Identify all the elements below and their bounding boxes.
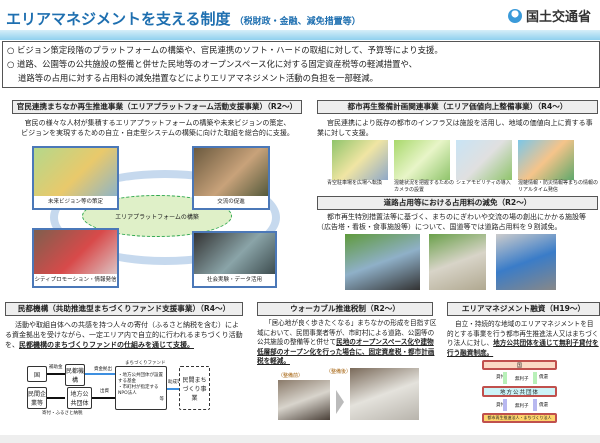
illustration-caption: 混雑情報・防災情報等まちの情報のリアルタイム発信	[518, 180, 599, 193]
fund-etc: 等	[159, 397, 165, 402]
arrow-right-icon	[336, 390, 344, 414]
urban-desc: 官民連携により既存の都市のインフラ又は施設を活用し、地域の価値向上に資する事業に…	[317, 119, 593, 137]
finance-desc: 自立・持続的な地域のエリアマネジメントを目的とする事業を行う都市再生推進法人又は…	[447, 320, 600, 358]
photo-before	[278, 380, 330, 420]
arrow	[47, 373, 65, 375]
label-repay: 償還	[539, 375, 548, 380]
road-desc: 都市再生特別措置法等に基づく、まちのにぎわいや交流の場の創出にかかる施設等（広告…	[317, 213, 586, 231]
arrow	[47, 397, 65, 399]
illustration-parking	[332, 140, 388, 180]
fund-item: ・地方公共団体が設置する基金	[118, 373, 163, 384]
fund-item: ・市町村が指定するNPO法人	[118, 385, 159, 396]
logo-text: 国土交通省	[526, 10, 592, 25]
label-donation: 寄付・ふるさと納税	[42, 411, 83, 416]
node-fund: ・地方公共団体が設置する基金・市町村が指定するNPO法人等	[115, 366, 167, 410]
photo-caption: 交流の促進	[194, 196, 268, 208]
illustration-info	[518, 140, 574, 180]
platform-desc: 官民の様々な人材が集積するエリアプラットフォームの構築や未来ビジョンの策定、ビジ…	[10, 118, 305, 138]
platform-title: 官民連携まちなか再生推進事業（エリアプラットフォーム活動支援事業）（R2～）	[12, 100, 302, 114]
desc-line: ビジョンを実現するための自立・自走型システムの構築に向けた取組を総合的に支援。	[21, 129, 294, 137]
desc-text: 「居心地が良く歩きたくなる」まちなかの形成を目指す区域において、民間事業者等が、…	[257, 319, 437, 346]
arrow-down-icon	[503, 372, 507, 384]
arrow	[92, 397, 115, 399]
illustration-mobility	[456, 140, 512, 180]
photo-vision: 未来ビジョン等の策定	[32, 146, 119, 210]
label-before: （整備前）	[278, 373, 304, 379]
desc-text: 活動や取組自体への共感を持つ人々の寄付（ふるさと納税を含む）による資金拠出を受け…	[5, 321, 243, 349]
arrow	[85, 373, 115, 375]
node-target: 民間まちづくり事業	[179, 366, 210, 410]
label-repay: 償還	[539, 403, 548, 408]
desc-emphasis: 民都機構のまちづくりファンドの仕組みを通じて支援。	[19, 341, 194, 349]
photo-after	[350, 368, 419, 420]
photo-experiment: 社会実験・データ活用	[192, 231, 277, 288]
minto-title: 民都機構（共助推進型まちづくりファンド支援事業）（R4～）	[5, 302, 243, 316]
photo-foodtruck	[345, 234, 420, 290]
illustration-caption: 青空駐車場を広場へ転換	[327, 180, 383, 186]
label-capital: 資金拠出	[94, 367, 112, 372]
label-lend: 貸付	[496, 375, 505, 380]
label-lend: 貸付	[496, 403, 505, 408]
urban-title: 都市再生整備計画関連事業（エリア価値向上整備事業）（R4～）	[317, 100, 598, 114]
photo-signboard	[496, 234, 556, 290]
walk-desc: 「居心地が良く歩きたくなる」まちなかの形成を目指す区域において、民間事業者等が、…	[257, 319, 437, 367]
node-private: 民間企業等	[27, 387, 47, 409]
arrow-up-icon	[533, 372, 537, 384]
finance-title: エリアマネジメント融資（H19～）	[447, 302, 600, 316]
cycle-arrows	[50, 170, 280, 265]
arrow	[167, 388, 179, 390]
node-minto: 民都機構	[65, 364, 85, 386]
desc-emphasis: 地方公共団体を通じて無利子貸付を行う融資制度。	[447, 339, 599, 357]
title-sub: （税財政・金融、減免措置等）	[234, 17, 361, 27]
title-main: エリアマネジメントを支える制度	[6, 10, 231, 28]
desc-emphasis: 民地のオープンスペース化や建物低層部のオープン化を行った場合に、固定資産税・都市…	[257, 338, 435, 365]
label-hojokin: 補助金	[49, 365, 63, 370]
photo-caption: 未来ビジョン等の策定	[34, 196, 117, 208]
logo-mark-icon	[508, 8, 522, 23]
summary-line: ○ 道路、公園等の公共施設の整備と併せた民地等のオープンスペース化に対する固定資…	[7, 59, 418, 69]
summary-box: ○ ビジョン策定段階のプラットフォームの構築や、官民連携のソフト・ハードの取組に…	[2, 41, 600, 88]
photo-exchange: 交流の促進	[192, 146, 270, 210]
label-after: （整備後）	[326, 369, 352, 375]
label-interest: 無利子	[515, 377, 529, 382]
illustration-caption: シェアモビリティの導入	[456, 180, 511, 186]
label-investment: 出資	[100, 389, 109, 394]
summary-line: 道路等の占用に対する占用料の減免措置などによりエリアマネジメント活動の負担を一部…	[7, 73, 378, 83]
page-title: エリアマネジメントを支える制度（税財政・金融、減免措置等）	[6, 8, 361, 29]
arrow-down-icon	[503, 399, 507, 411]
minto-desc: 活動や取組自体への共感を持つ人々の寄付（ふるさと納税を含む）による資金拠出を受け…	[5, 320, 245, 350]
arrow-up-icon	[533, 399, 537, 411]
desc-line: 官民の様々な人材が集積するエリアプラットフォームの構築や未来ビジョンの策定、	[24, 119, 291, 127]
summary-line: ○ ビジョン策定段階のプラットフォームの構築や、官民連携のソフト・ハードの取組に…	[7, 45, 443, 55]
header-band	[0, 30, 600, 40]
label-fund: まちづくりファンド	[125, 361, 166, 366]
node-local: 地方公共団体	[67, 387, 92, 409]
ministry-logo: 国土交通省	[508, 6, 591, 25]
illustration-camera	[394, 140, 450, 180]
photo-promotion: シティプロモーション・情報発信	[32, 228, 119, 288]
node-corp: 都市再生推進法人・まちづくり法人	[482, 413, 557, 423]
desc-text: 自立・持続的な地域のエリアマネジメントを目的とする事業を行う都市再生推進法人又は…	[447, 320, 599, 347]
illustration-caption: 混雑状況を把握するためのカメラの設置	[394, 180, 455, 193]
label-grant: 助成等	[168, 380, 182, 385]
label-interest: 無利子	[515, 404, 529, 409]
road-title: 道路占用等における占用料の減免（R2～）	[317, 196, 598, 210]
node-local: 地方公共団体	[482, 386, 557, 397]
walk-title: ウォーカブル推進税制（R2～）	[257, 302, 433, 316]
photo-plaza	[429, 234, 486, 290]
photo-caption: 社会実験・データ活用	[194, 274, 275, 286]
node-kuni: 国	[27, 366, 47, 382]
footer-bar	[0, 435, 600, 443]
node-kuni: 国	[482, 360, 557, 370]
photo-caption: シティプロモーション・情報発信	[34, 274, 117, 286]
